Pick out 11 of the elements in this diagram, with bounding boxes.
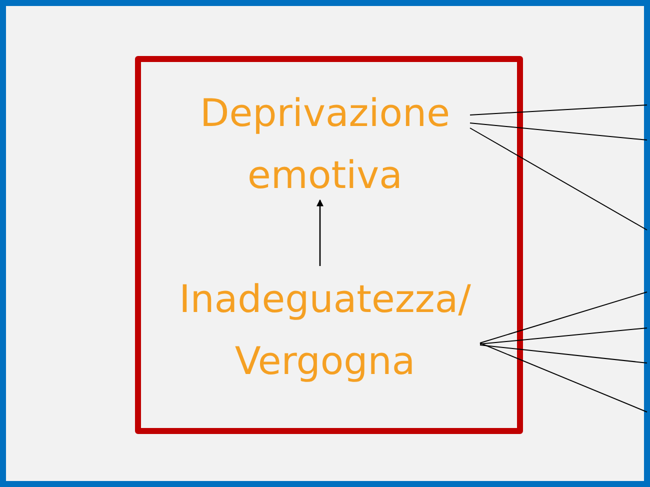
leader-line bbox=[480, 328, 648, 344]
leader-line bbox=[470, 122, 648, 140]
node-label: Deprivazione emotiva bbox=[180, 82, 470, 206]
leader-line bbox=[470, 128, 648, 230]
leader-line bbox=[480, 342, 648, 412]
leader-line bbox=[470, 104, 648, 116]
node-label: Inadeguatezza/ Vergogna bbox=[170, 268, 480, 392]
inner-frame bbox=[135, 56, 523, 434]
leader-line bbox=[480, 344, 648, 364]
arrow bbox=[316, 199, 324, 266]
leader-line bbox=[480, 292, 648, 344]
